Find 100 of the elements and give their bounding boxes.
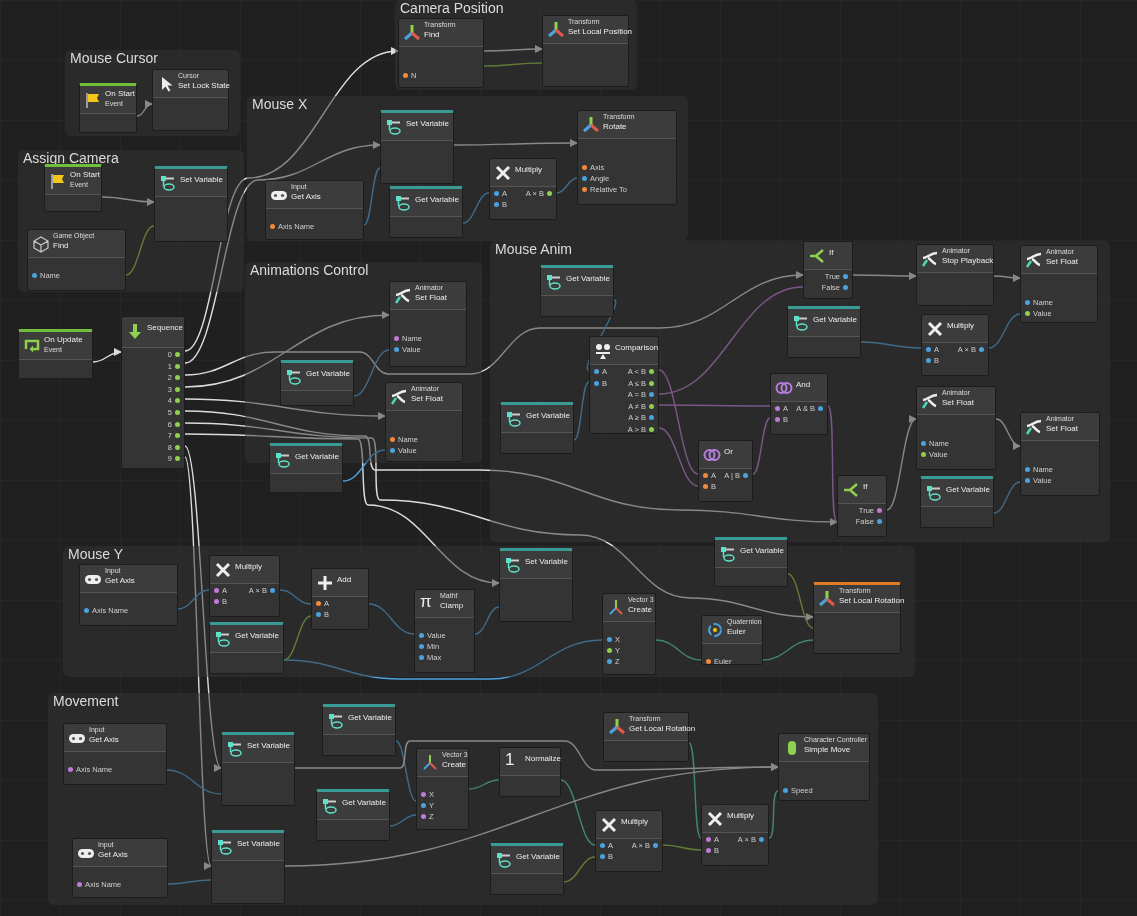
connector-line [483,62,543,67]
node-title: Set Float [1046,424,1078,434]
arrow [284,763,779,867]
node-symbol: π [420,592,432,612]
connector-line [166,769,222,795]
connector-line [474,606,500,635]
node-title: Set Variable [237,839,280,849]
node-box [589,336,659,434]
node-title: Get Variable [342,798,386,808]
node-title: Rotate [603,122,627,132]
node-title: Stop Playback [942,256,994,266]
node-title: On Start [70,170,100,180]
connector-line [573,381,590,441]
arrow [184,398,386,420]
group-panel [247,96,688,241]
group-panel [490,241,1110,542]
arrow [184,141,381,364]
node-box [770,373,828,435]
arrow [184,456,213,867]
connector-line [688,742,702,839]
connector-line [167,879,212,885]
arrow [184,410,838,526]
node-title: If [863,482,868,492]
connector-line [658,369,699,475]
connector-line [993,481,1021,514]
node-title: On Start [105,89,135,99]
node-box [27,229,126,291]
node-title: On Update [44,335,83,345]
node-title: Get Variable [415,195,459,205]
node-box [500,402,574,454]
arrow [184,271,804,376]
node-title: Get Axis [89,735,119,745]
node-title: Set Lock State [178,81,231,91]
arrow [995,418,1021,449]
node-box [398,18,484,88]
node-box [280,360,354,406]
node-title: Find [53,241,69,251]
node-box [577,110,677,205]
node-title: Simple Move [804,745,851,755]
node-title: Set Variable [180,175,223,185]
node-title: Get Variable [295,452,339,462]
group-title: Mouse X [252,96,308,113]
arrow [101,196,155,206]
node-title: Sequence [147,323,184,333]
connector-line [468,779,500,790]
node-box [921,314,989,376]
connector-line [658,286,804,395]
connector-line [762,639,814,661]
arrow [886,418,917,511]
node-title: Set Local Rotation [839,596,905,606]
node-box [595,810,663,872]
node-title: And [796,380,811,390]
node-box [322,704,396,756]
group-panel [18,150,244,292]
arrow [453,139,578,147]
connector-line [658,427,699,487]
connector-line [283,639,603,680]
node-box [209,555,280,617]
node-title: Get Axis [98,850,128,860]
node-title: Get Variable [566,274,610,284]
connector-line [988,313,1021,349]
node-title: Multiply [235,562,263,572]
connector-line [787,573,814,629]
node-box [920,476,994,528]
connector-line [560,779,596,846]
arrow [92,348,122,363]
group-title: Movement [53,693,119,710]
node-title: Get Variable [740,546,784,556]
node-title: Add [337,575,352,585]
node-title: Multiply [621,817,649,827]
node-title: Get Local Rotation [629,724,696,734]
connector-line [860,341,922,349]
node-title: Euler [727,627,746,637]
node-title: Set Variable [525,557,568,567]
node-title: Set Float [942,398,974,408]
connector-line [768,790,779,839]
node-title: Get Variable [813,315,857,325]
node-box [916,386,996,470]
connector-line [752,417,771,475]
node-title: Get Variable [235,631,279,641]
node-box [701,804,769,866]
node-title: Get Variable [516,852,560,862]
node-title: Set Variable [406,119,449,129]
arrow [184,311,390,388]
node-box [121,316,185,469]
node-box [63,723,167,785]
node-title: Clamp [440,601,464,611]
node-box [499,548,573,622]
group-panel [65,50,240,136]
node-box [269,443,343,493]
node-box [311,568,369,630]
node-box [803,241,853,299]
node-box [44,164,102,212]
node-title: Get Axis [291,192,321,202]
node-title: Set Float [1046,257,1078,267]
connector-line [658,404,771,407]
group-panel [63,546,915,677]
node-box [714,537,788,587]
node-box [602,593,656,675]
arrow [184,445,222,769]
